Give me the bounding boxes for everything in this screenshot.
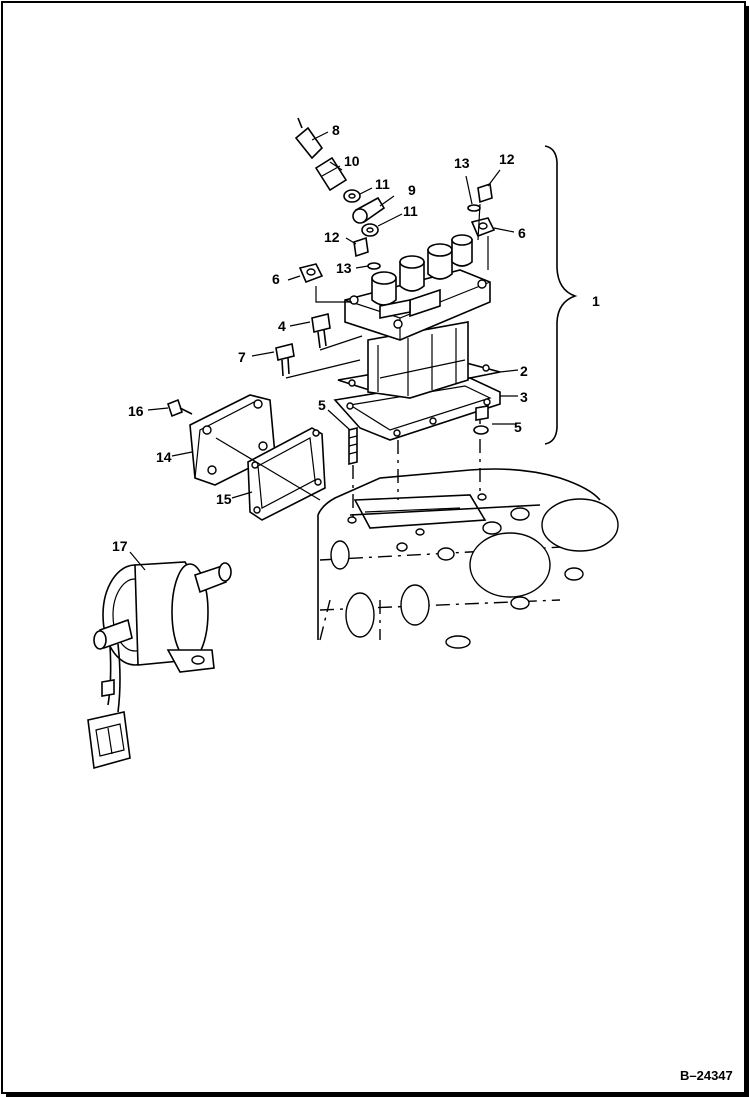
callout-labels: 8 10 11 9 11 12 13 13 12 6 6 4 7 1 2 3 5… xyxy=(112,122,600,554)
callout-14: 14 xyxy=(156,449,172,465)
frame-shadow-right xyxy=(745,6,749,1097)
leader-lines xyxy=(129,131,519,571)
screw xyxy=(477,182,493,204)
callout-17: 17 xyxy=(112,538,128,554)
figure-reference-code: B–24347 xyxy=(680,1068,733,1083)
washer xyxy=(367,262,381,270)
washer xyxy=(467,204,481,212)
callout-11-lower: 11 xyxy=(403,203,418,219)
callout-11: 11 xyxy=(375,176,390,192)
callout-7: 7 xyxy=(238,349,246,365)
callout-4: 4 xyxy=(278,318,286,334)
callout-5-right: 5 xyxy=(514,419,522,435)
cover-gasket xyxy=(247,427,326,521)
cylinder-bore xyxy=(469,532,551,598)
frame-shadow-bottom xyxy=(6,1093,749,1097)
callout-13-right: 13 xyxy=(454,155,470,171)
assembly-bracket xyxy=(544,145,578,445)
callout-1: 1 xyxy=(592,293,600,309)
callout-12-right: 12 xyxy=(499,151,515,167)
cover-screw xyxy=(167,398,193,418)
fuel-fittings xyxy=(275,117,496,520)
callout-13-left: 13 xyxy=(336,260,352,276)
callout-9: 9 xyxy=(408,182,416,198)
callout-3: 3 xyxy=(520,389,528,405)
injection-pump-assembly xyxy=(333,145,578,500)
pump-connector xyxy=(87,711,131,770)
cylinder-bore xyxy=(541,498,619,552)
bolt xyxy=(311,313,331,333)
banjo-bolt xyxy=(314,156,348,192)
callout-2: 2 xyxy=(520,363,528,379)
pump-mount-foot xyxy=(166,649,215,673)
screw xyxy=(353,236,369,258)
callout-15: 15 xyxy=(216,491,232,507)
callout-10: 10 xyxy=(344,153,360,169)
engine-block xyxy=(317,468,619,649)
bleed-screw xyxy=(294,126,324,160)
callout-5: 5 xyxy=(318,397,326,413)
pump-body xyxy=(367,321,469,399)
socket-screw xyxy=(275,343,295,361)
delivery-valve-holders xyxy=(371,234,473,319)
callout-16: 16 xyxy=(128,403,144,419)
callout-6-right: 6 xyxy=(518,225,526,241)
electric-fuel-pump xyxy=(87,561,232,770)
callout-8: 8 xyxy=(332,122,340,138)
callout-12-left: 12 xyxy=(324,229,340,245)
callout-6-left: 6 xyxy=(272,271,280,287)
